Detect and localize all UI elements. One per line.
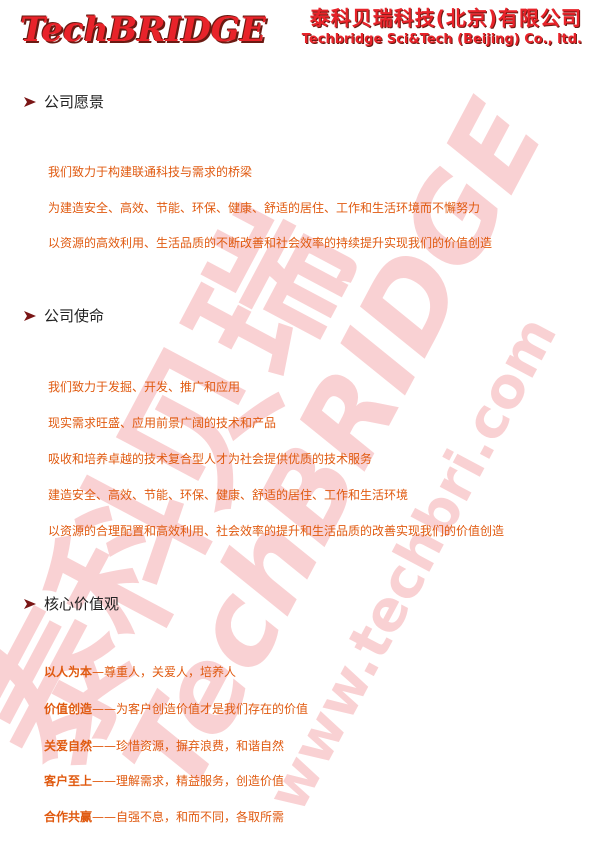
section-title-text: 公司愿景 bbox=[44, 93, 105, 111]
value-item: 合作共赢——自强不息，和而不同，各取所需 bbox=[44, 809, 284, 825]
vision-line: 以资源的高效利用、生活品质的不断改善和社会效率的持续提升实现我们的价值创造 bbox=[48, 236, 493, 250]
value-key: 客户至上 bbox=[44, 774, 93, 788]
value-desc: ——珍惜资源，摒弃浪费，和谐自然 bbox=[92, 739, 285, 753]
value-desc: ——自强不息，和而不同，各取所需 bbox=[92, 810, 285, 824]
vision-line: 为建造安全、高效、节能、环保、健康、舒适的居住、工作和生活环境而不懈努力 bbox=[48, 201, 481, 215]
value-item: 客户至上——理解需求，精益服务，创造价值 bbox=[44, 773, 284, 789]
value-key: 合作共赢 bbox=[44, 810, 93, 824]
company-logo: TechBRIDGE bbox=[20, 10, 266, 50]
value-key: 关爱自然 bbox=[44, 739, 93, 753]
value-desc: ——为客户创造价值才是我们存在的价值 bbox=[92, 702, 309, 716]
value-desc: ——理解需求，精益服务，创造价值 bbox=[92, 774, 285, 788]
mission-line: 以资源的合理配置和高效利用、社会效率的提升和生活品质的改善实现我们的价值创造 bbox=[48, 524, 505, 538]
section-title-text: 公司使命 bbox=[44, 307, 105, 325]
value-item: 价值创造——为客户创造价值才是我们存在的价值 bbox=[44, 701, 308, 717]
value-key: 以人为本 bbox=[44, 665, 93, 679]
section-title-values: 核心价值观 bbox=[22, 594, 119, 614]
value-item: 以人为本—尊重人，关爱人，培养人 bbox=[44, 664, 236, 680]
company-name-en: Techbridge Sci&Tech (Beijing) Co., ltd. bbox=[301, 32, 582, 47]
mission-line: 现实需求旺盛、应用前景广阔的技术和产品 bbox=[48, 416, 277, 430]
arrow-bullet-icon bbox=[24, 97, 36, 107]
section-title-vision: 公司愿景 bbox=[22, 92, 104, 112]
mission-line: 吸收和培养卓越的技术复合型人才为社会提供优质的技术服务 bbox=[48, 452, 373, 466]
value-item: 关爱自然——珍惜资源，摒弃浪费，和谐自然 bbox=[44, 738, 284, 754]
section-title-mission: 公司使命 bbox=[22, 306, 104, 326]
arrow-bullet-icon bbox=[24, 311, 36, 321]
mission-line: 建造安全、高效、节能、环保、健康、舒适的居住、工作和生活环境 bbox=[48, 488, 409, 502]
section-title-text: 核心价值观 bbox=[44, 595, 120, 613]
mission-line: 我们致力于发掘、开发、推广和应用 bbox=[48, 380, 241, 394]
watermark-url: www.techbri.com bbox=[255, 306, 570, 821]
page-header: TechBRIDGE 泰科贝瑞科技(北京)有限公司 Techbridge Sci… bbox=[0, 0, 600, 60]
value-desc: —尊重人，关爱人，培养人 bbox=[92, 665, 237, 679]
company-name-cn: 泰科贝瑞科技(北京)有限公司 bbox=[309, 6, 582, 30]
value-key: 价值创造 bbox=[44, 702, 93, 716]
vision-line: 我们致力于构建联通科技与需求的桥梁 bbox=[48, 165, 253, 179]
arrow-bullet-icon bbox=[24, 599, 36, 609]
